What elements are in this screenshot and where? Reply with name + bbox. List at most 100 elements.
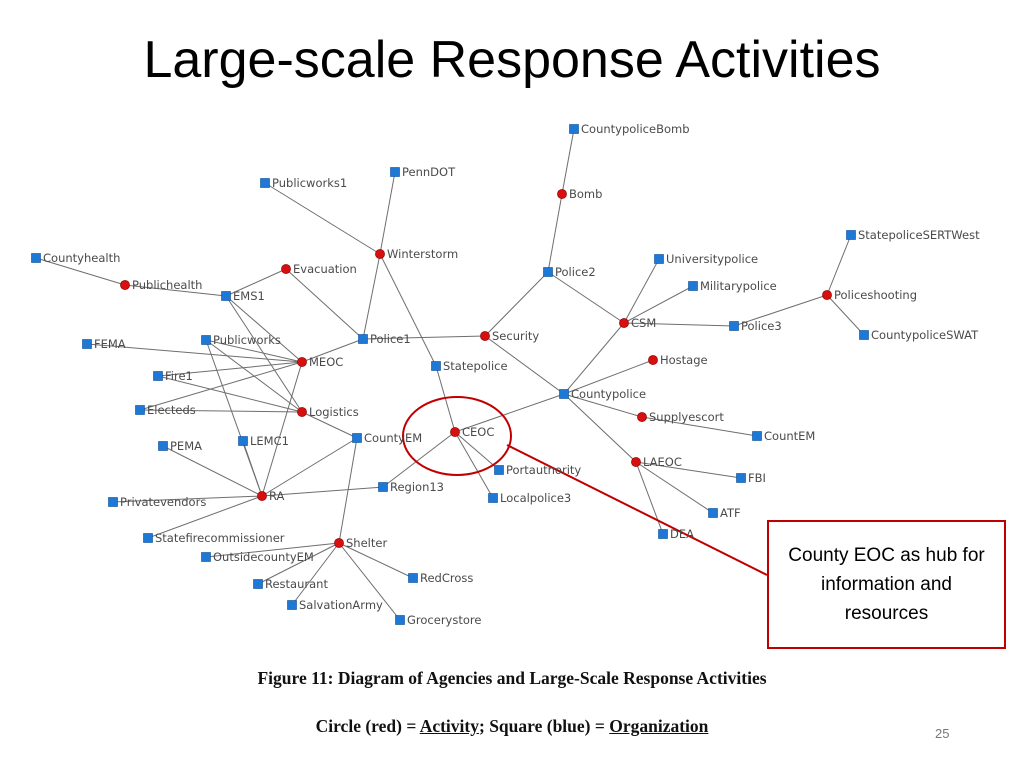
node-label: Region13 bbox=[390, 480, 444, 494]
node-countyhealth: Countyhealth bbox=[31, 251, 120, 265]
callout-text: County EOC as hub for information and re… bbox=[788, 545, 985, 624]
activity-circle bbox=[450, 427, 460, 437]
node-label: Restaurant bbox=[265, 577, 328, 591]
node-winterstorm: Winterstorm bbox=[375, 247, 458, 261]
edge-ceoc-portauthority bbox=[454, 431, 500, 471]
node-logistics: Logistics bbox=[297, 405, 359, 419]
figure-legend: Circle (red) = Activity; Square (blue) =… bbox=[0, 716, 1024, 737]
node-hostage: Hostage bbox=[648, 353, 708, 367]
edge-privatevendors-ra bbox=[112, 495, 263, 503]
edge-countyhealth-publichealth bbox=[35, 257, 126, 286]
edge-publichealth-ems1 bbox=[124, 284, 227, 297]
node-label: Militarypolice bbox=[700, 279, 777, 293]
node-label: Publichealth bbox=[132, 278, 202, 292]
activity-circle bbox=[257, 491, 267, 501]
edge-meoc-police1 bbox=[301, 338, 364, 363]
activity-circle bbox=[822, 290, 832, 300]
node-label: Logistics bbox=[309, 405, 359, 419]
activity-circle bbox=[631, 457, 641, 467]
edge-policeshooting-police3 bbox=[733, 294, 828, 327]
node-electeds: Electeds bbox=[135, 403, 196, 417]
edge-countypolice-supplyescort bbox=[563, 393, 643, 418]
node-label: Privatevendors bbox=[120, 495, 206, 509]
organization-square bbox=[352, 433, 362, 443]
node-region13: Region13 bbox=[378, 480, 444, 494]
node-publicworks1: Publicworks1 bbox=[260, 176, 347, 190]
node-label: Hostage bbox=[660, 353, 708, 367]
edge-shelter-outsidecountyem bbox=[205, 542, 340, 558]
node-grocerystore: Grocerystore bbox=[395, 613, 481, 627]
activity-circle bbox=[375, 249, 385, 259]
node-universitypolice: Universitypolice bbox=[654, 252, 758, 266]
node-policeshooting: Policeshooting bbox=[822, 288, 917, 302]
node-shelter: Shelter bbox=[334, 536, 387, 550]
node-label: MEOC bbox=[309, 355, 343, 369]
organization-square bbox=[82, 339, 92, 349]
node-label: CountypoliceBomb bbox=[581, 122, 690, 136]
node-label: RedCross bbox=[420, 571, 473, 585]
page-number: 25 bbox=[935, 726, 950, 741]
edge-meoc-ra bbox=[261, 361, 303, 497]
node-label: Police2 bbox=[555, 265, 596, 279]
edge-fire1-logistics bbox=[157, 375, 303, 413]
edges-layer bbox=[35, 128, 865, 621]
node-label: Publicworks1 bbox=[272, 176, 347, 190]
edge-csm-police3 bbox=[623, 322, 735, 327]
node-label: FEMA bbox=[94, 337, 126, 351]
edge-shelter-redcross bbox=[338, 542, 414, 579]
callout-connector-line bbox=[506, 444, 768, 576]
edge-pema-ra bbox=[162, 445, 263, 497]
organization-square bbox=[378, 482, 388, 492]
node-militarypolice: Militarypolice bbox=[688, 279, 777, 293]
organization-square bbox=[688, 281, 698, 291]
edge-ceoc-region13 bbox=[382, 431, 456, 488]
edge-ems1-logistics bbox=[225, 295, 303, 413]
node-localpolice3: Localpolice3 bbox=[488, 491, 571, 505]
edge-policeshooting-countypoliceswat bbox=[826, 294, 865, 336]
edge-publicworks1-winterstorm bbox=[264, 182, 381, 255]
figure-caption: Figure 11: Diagram of Agencies and Large… bbox=[257, 668, 767, 688]
edge-winterstorm-police1 bbox=[362, 253, 381, 340]
edge-winterstorm-statepolice bbox=[379, 253, 437, 367]
edge-universitypolice-csm bbox=[623, 258, 660, 324]
node-label: CountyEM bbox=[364, 431, 422, 445]
organization-square bbox=[395, 615, 405, 625]
edge-ems1-meoc bbox=[225, 295, 303, 363]
node-label: OutsidecountyEM bbox=[213, 550, 314, 564]
activity-circle bbox=[648, 355, 658, 365]
node-countypoliceswat: CountypoliceSWAT bbox=[859, 328, 979, 342]
edge-ra-statefirecommissioner bbox=[147, 495, 263, 539]
activity-circle bbox=[637, 412, 647, 422]
edge-bomb-police2 bbox=[547, 193, 563, 273]
callout-box: County EOC as hub for information and re… bbox=[767, 520, 1006, 649]
edge-statepolice-ceoc bbox=[435, 365, 456, 433]
node-label: RA bbox=[269, 489, 285, 503]
organization-square bbox=[238, 436, 248, 446]
organization-square bbox=[658, 529, 668, 539]
edge-electeds-logistics bbox=[139, 409, 303, 413]
organization-square bbox=[654, 254, 664, 264]
node-statepolice: Statepolice bbox=[431, 359, 508, 373]
node-publichealth: Publichealth bbox=[120, 278, 202, 292]
edge-meoc-electeds bbox=[139, 361, 303, 411]
activity-circle bbox=[297, 407, 307, 417]
node-label: Winterstorm bbox=[387, 247, 458, 261]
organization-square bbox=[408, 573, 418, 583]
node-label: DEA bbox=[670, 527, 694, 541]
node-ceoc: CEOC bbox=[450, 425, 494, 439]
edge-countypolice-laeoc bbox=[563, 393, 637, 463]
node-fbi: FBI bbox=[736, 471, 766, 485]
activity-circle bbox=[281, 264, 291, 274]
organization-square bbox=[253, 579, 263, 589]
node-label: LEMC1 bbox=[250, 434, 289, 448]
edge-shelter-restaurant bbox=[257, 542, 340, 585]
node-label: EMS1 bbox=[233, 289, 265, 303]
organization-square bbox=[859, 330, 869, 340]
node-label: FBI bbox=[748, 471, 766, 485]
node-evacuation: Evacuation bbox=[281, 262, 357, 276]
edge-lemc1-ra bbox=[242, 440, 263, 497]
organization-square bbox=[569, 124, 579, 134]
node-privatevendors: Privatevendors bbox=[108, 495, 206, 509]
node-penndot: PennDOT bbox=[390, 165, 456, 179]
edge-supplyescort-countem bbox=[641, 416, 758, 437]
